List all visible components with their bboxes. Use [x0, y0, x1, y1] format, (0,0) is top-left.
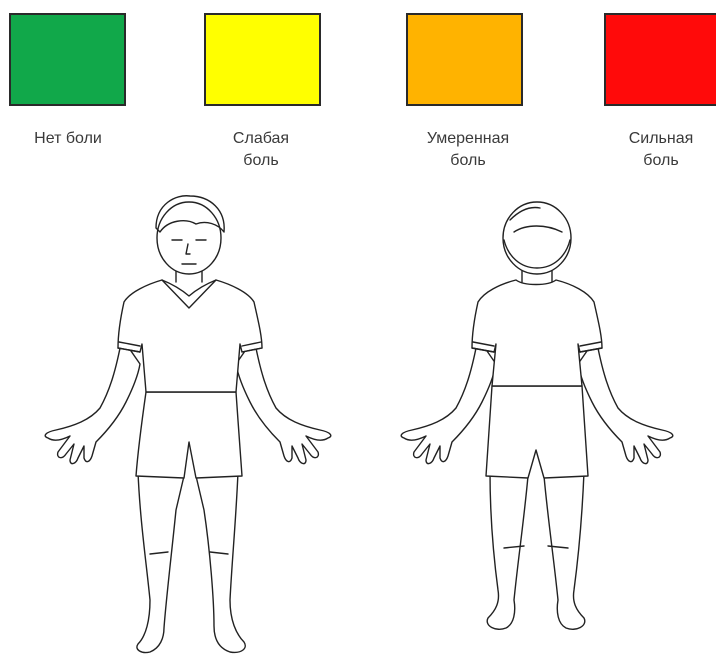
- front-right-leg[interactable]: [196, 472, 245, 652]
- front-left-leg[interactable]: [137, 472, 184, 653]
- body-back-figure[interactable]: [401, 202, 673, 629]
- back-right-arm[interactable]: [578, 338, 673, 464]
- back-head[interactable]: [503, 202, 571, 274]
- body-front-figure[interactable]: [45, 196, 331, 653]
- back-left-leg[interactable]: [487, 472, 528, 629]
- color-swatch-severe-pain[interactable]: [604, 13, 716, 106]
- front-shorts[interactable]: [136, 392, 242, 478]
- back-shorts[interactable]: [486, 386, 588, 478]
- front-right-arm[interactable]: [236, 338, 331, 464]
- back-right-leg[interactable]: [544, 472, 585, 629]
- color-swatch-mild-pain[interactable]: [204, 13, 321, 106]
- body-outline-diagram: [0, 180, 716, 661]
- color-swatch-moderate-pain[interactable]: [406, 13, 523, 106]
- front-head[interactable]: [157, 202, 221, 274]
- front-left-arm[interactable]: [45, 338, 140, 464]
- color-swatch-no-pain[interactable]: [9, 13, 126, 106]
- legend-label-no-pain: Нет боли: [14, 128, 122, 150]
- back-left-arm[interactable]: [401, 338, 496, 464]
